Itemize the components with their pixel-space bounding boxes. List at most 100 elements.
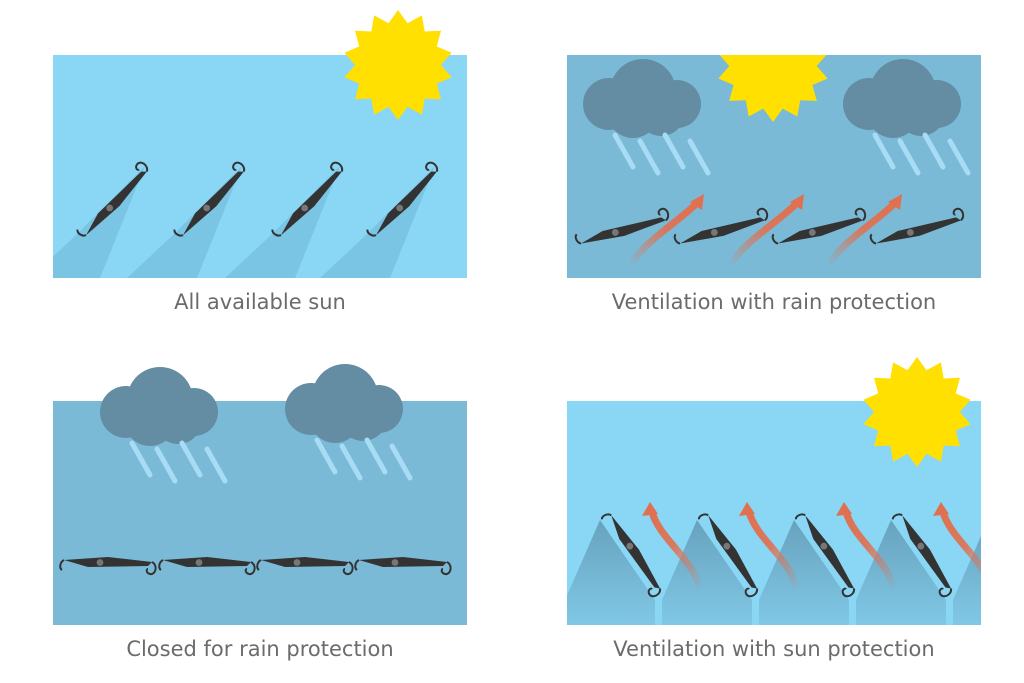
panel-content [59,364,452,576]
louver-pivot [820,542,828,550]
airflow-arrow-head [739,502,755,516]
rain-cloud-icon [285,364,413,481]
shade-area [567,520,655,625]
louver-hook [600,513,612,520]
louver-hook [841,587,856,598]
louver-hook [256,559,262,571]
louver-body [281,171,342,236]
louver-hook [330,161,344,172]
louver-blade [173,161,246,237]
airflow-arrow-icon [739,502,801,591]
louver-hook [145,561,157,576]
airflow-arrow-head [642,502,658,516]
louver-blade [771,207,867,245]
louver-body [261,557,349,567]
louver-body [611,515,661,589]
light-beam [320,166,435,278]
louver-blade [366,161,439,237]
raindrop-line [947,138,971,176]
louver-hook [173,229,184,237]
louver-body [902,515,952,589]
airflow-arrow-icon [626,194,704,268]
cloud-puff [154,396,202,444]
louver-hook [869,233,877,245]
airflow-arrow-icon [726,194,804,268]
louver-pivot [203,204,211,212]
louver-blade [256,557,354,576]
louver-pivot [723,542,731,550]
louver-hook [744,587,759,598]
louver-blade [354,557,452,576]
louver-blade [158,557,256,576]
louver-pivot [293,559,301,566]
louver-pivot [106,204,114,212]
airflow-arrow-shaft [745,510,801,591]
caption-all-available-sun: All available sun [174,290,346,314]
raindrop-line [637,138,661,176]
sun-icon [344,10,452,120]
louver-pivot [396,204,404,212]
panel-content [574,55,971,268]
caption-ventilation-sun: Ventilation with sun protection [613,637,935,661]
louver-hook [271,229,282,237]
louver-pivot [195,559,203,566]
louver-body [376,171,437,236]
louver-body [163,557,251,567]
louver-pivot [906,229,914,236]
louver-hook [342,561,354,576]
light-beam [225,166,340,278]
panel-content [567,502,981,625]
louver-blade [59,557,157,576]
louver-pivot [301,204,309,212]
louver-hook [59,559,65,571]
louver-pivot [611,229,619,236]
raindrop-line [389,443,413,481]
airflow-arrow-shaft [939,510,981,574]
rain-cloud-icon [843,59,971,176]
louver-body [359,557,447,567]
raindrop-line [339,443,363,481]
raindrop-line [364,437,388,475]
raindrop-line [154,446,178,484]
sky-background [53,401,467,625]
sun-icon [718,55,828,122]
louver-blade [794,513,856,598]
raindrop-line [687,138,711,176]
airflow-arrow-head [888,194,902,210]
louver-blade [271,161,344,237]
louver-pivot [96,559,104,566]
airflow-arrow-icon [824,194,902,268]
raindrop-line [179,440,203,478]
louver-hook [854,207,867,222]
cloud-puff [339,393,387,441]
louver-hook [756,207,769,222]
louver-body [778,217,863,244]
louver-body [86,171,147,236]
rain-cloud-icon [100,367,228,484]
louver-body [183,171,244,236]
louver-blade [869,207,965,245]
raindrop-line [662,132,686,170]
airflow-arrow-icon [933,502,981,574]
louver-body [805,515,855,589]
airflow-arrow-shaft [824,199,899,268]
louver-pivot [391,559,399,566]
raindrop-line [204,446,228,484]
louver-hook [244,561,256,576]
louver-body [708,515,758,589]
louver-hook [425,161,439,172]
airflow-arrow-icon [642,502,704,591]
airflow-arrow-icon [836,502,898,591]
airflow-arrow-head [933,502,949,516]
shade-area [662,520,752,625]
louver-hook [232,161,246,172]
louver-hook [794,513,806,520]
louver-hook [891,513,903,520]
raindrop-line [129,440,153,478]
louver-hook [657,207,670,222]
louver-pivot [808,229,816,236]
raindrop-line [872,132,896,170]
louver-hook [76,229,87,237]
